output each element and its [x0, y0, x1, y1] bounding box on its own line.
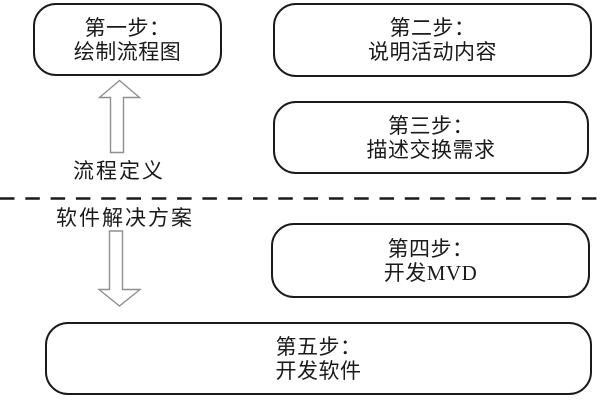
step2-box: 第二步： 说明活动内容 — [273, 3, 592, 77]
up-arrow-icon — [97, 79, 142, 154]
step5-box: 第五步： 开发软件 — [45, 322, 592, 395]
step4-box: 第四步： 开发MVD — [271, 223, 590, 298]
step2-title: 第二步： — [389, 16, 476, 40]
step1-title: 第一步： — [84, 15, 171, 40]
software-solution-label: 软件解决方案 — [56, 206, 194, 230]
step3-title: 第三步： — [388, 113, 474, 138]
step4-title: 第四步： — [387, 236, 474, 261]
step4-description: 开发MVD — [383, 260, 478, 285]
step3-box: 第三步： 描述交换需求 — [273, 101, 589, 174]
step1-description: 绘制流程图 — [73, 39, 182, 64]
step3-description: 描述交换需求 — [366, 137, 496, 162]
step5-title: 第五步： — [275, 334, 362, 359]
down-arrow-icon — [97, 230, 142, 307]
step5-description: 开发软件 — [275, 358, 362, 383]
process-definition-label: 流程定义 — [73, 159, 165, 183]
step2-description: 说明活动内容 — [368, 40, 497, 64]
step1-box: 第一步： 绘制流程图 — [33, 3, 222, 76]
